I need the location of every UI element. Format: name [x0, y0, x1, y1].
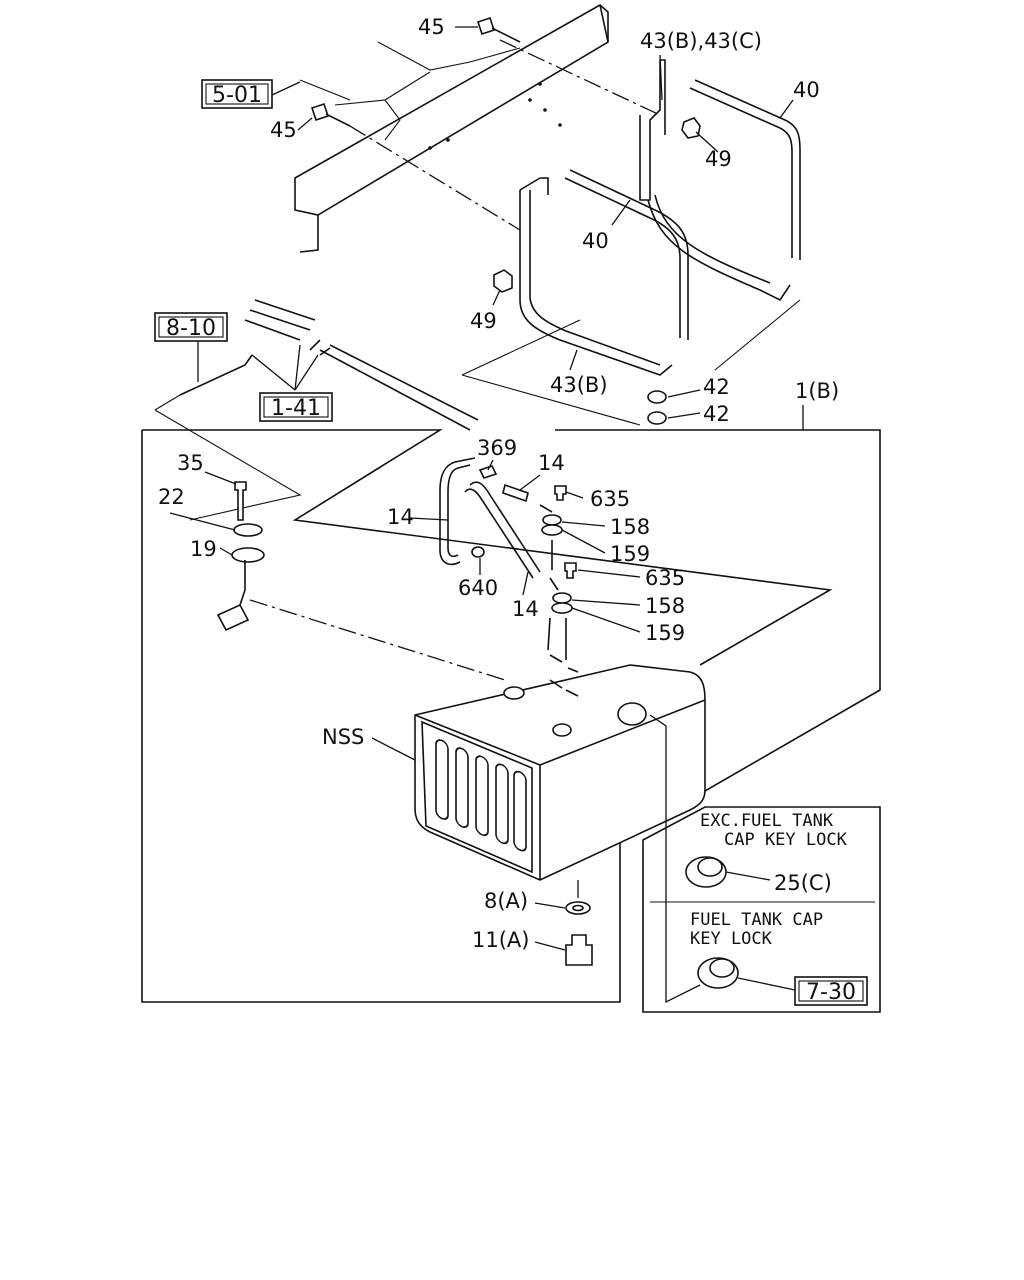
- label-49-lower: 49: [470, 309, 497, 333]
- bracket-43b-43c: [639, 59, 791, 302]
- bracket-43b: [519, 177, 673, 376]
- ref-label-1-41: 1-41: [271, 396, 321, 421]
- label-635-lower: 635: [645, 566, 685, 590]
- part-labels: 45 45 43(B),43(C) 40 49 40 49 43(B) 42 4…: [158, 15, 839, 952]
- cap-inset-box: [642, 806, 881, 1013]
- label-40-left: 40: [582, 229, 609, 253]
- label-159-upper: 159: [610, 542, 650, 566]
- label-43b: 43(B): [550, 373, 608, 397]
- fuel-cap-25c: [685, 856, 727, 888]
- label-640: 640: [458, 576, 498, 600]
- vent-upper: [539, 485, 567, 570]
- ref-box-1-41[interactable]: 1-41: [259, 392, 333, 422]
- ref-label-8-10: 8-10: [166, 316, 216, 341]
- bolt-45-left: [310, 102, 351, 127]
- note-exc-line2: CAP KEY LOCK: [724, 830, 848, 850]
- inset-notes: EXC.FUEL TANK CAP KEY LOCK FUEL TANK CAP…: [690, 811, 848, 949]
- ref-box-7-30[interactable]: 7-30: [794, 976, 868, 1006]
- note-key-line2: KEY LOCK: [690, 929, 773, 949]
- fitting-369: [478, 465, 498, 479]
- label-45-left: 45: [270, 118, 297, 142]
- bolt-45-top: [476, 16, 521, 43]
- label-1b: 1(B): [795, 379, 839, 403]
- drain-plug-11a: [565, 934, 593, 966]
- label-25c: 25(C): [774, 871, 832, 895]
- wiring-harness: [179, 299, 479, 431]
- label-22: 22: [158, 485, 185, 509]
- label-11a: 11(A): [472, 928, 529, 952]
- label-40-right: 40: [793, 78, 820, 102]
- label-nss: NSS: [322, 725, 364, 749]
- nut-49-upper: [681, 117, 701, 139]
- frame-rail: [294, 4, 609, 253]
- fuel-tank: [414, 654, 706, 881]
- ref-label-7-30: 7-30: [806, 980, 856, 1005]
- label-369: 369: [477, 436, 517, 460]
- leader-lines: [169, 26, 804, 991]
- hose-14-long: [464, 481, 541, 579]
- label-19: 19: [190, 537, 217, 561]
- fuel-cap-key-lock: [697, 957, 739, 989]
- label-35: 35: [177, 451, 204, 475]
- clip-640: [471, 546, 485, 558]
- label-14-left: 14: [387, 505, 414, 529]
- label-8a: 8(A): [484, 889, 528, 913]
- strap-40-left: [564, 169, 689, 340]
- gasket-8a: [565, 901, 591, 915]
- strap-40-right: [689, 79, 801, 260]
- nut-49-lower: [493, 269, 513, 293]
- ref-label-5-01: 5-01: [212, 83, 262, 108]
- nut-42-upper: [647, 390, 667, 404]
- hose-14-left: [439, 457, 476, 566]
- ref-box-5-01[interactable]: 5-01: [201, 79, 273, 109]
- label-43b-43c: 43(B),43(C): [640, 29, 762, 53]
- label-158-lower: 158: [645, 594, 685, 618]
- ref-box-8-10[interactable]: 8-10: [154, 312, 228, 342]
- label-45-top: 45: [418, 15, 445, 39]
- label-42-upper: 42: [703, 375, 730, 399]
- note-exc-line1: EXC.FUEL TANK: [700, 811, 834, 831]
- label-42-lower: 42: [703, 402, 730, 426]
- label-158-upper: 158: [610, 515, 650, 539]
- label-14-top: 14: [538, 451, 565, 475]
- sender-unit: [216, 481, 265, 632]
- label-635-upper: 635: [590, 487, 630, 511]
- label-49-upper: 49: [705, 147, 732, 171]
- nut-42-lower: [647, 411, 667, 425]
- vent-lower: [547, 562, 577, 660]
- label-14-bottom: 14: [512, 597, 539, 621]
- label-159-lower: 159: [645, 621, 685, 645]
- note-key-line1: FUEL TANK CAP: [690, 910, 823, 930]
